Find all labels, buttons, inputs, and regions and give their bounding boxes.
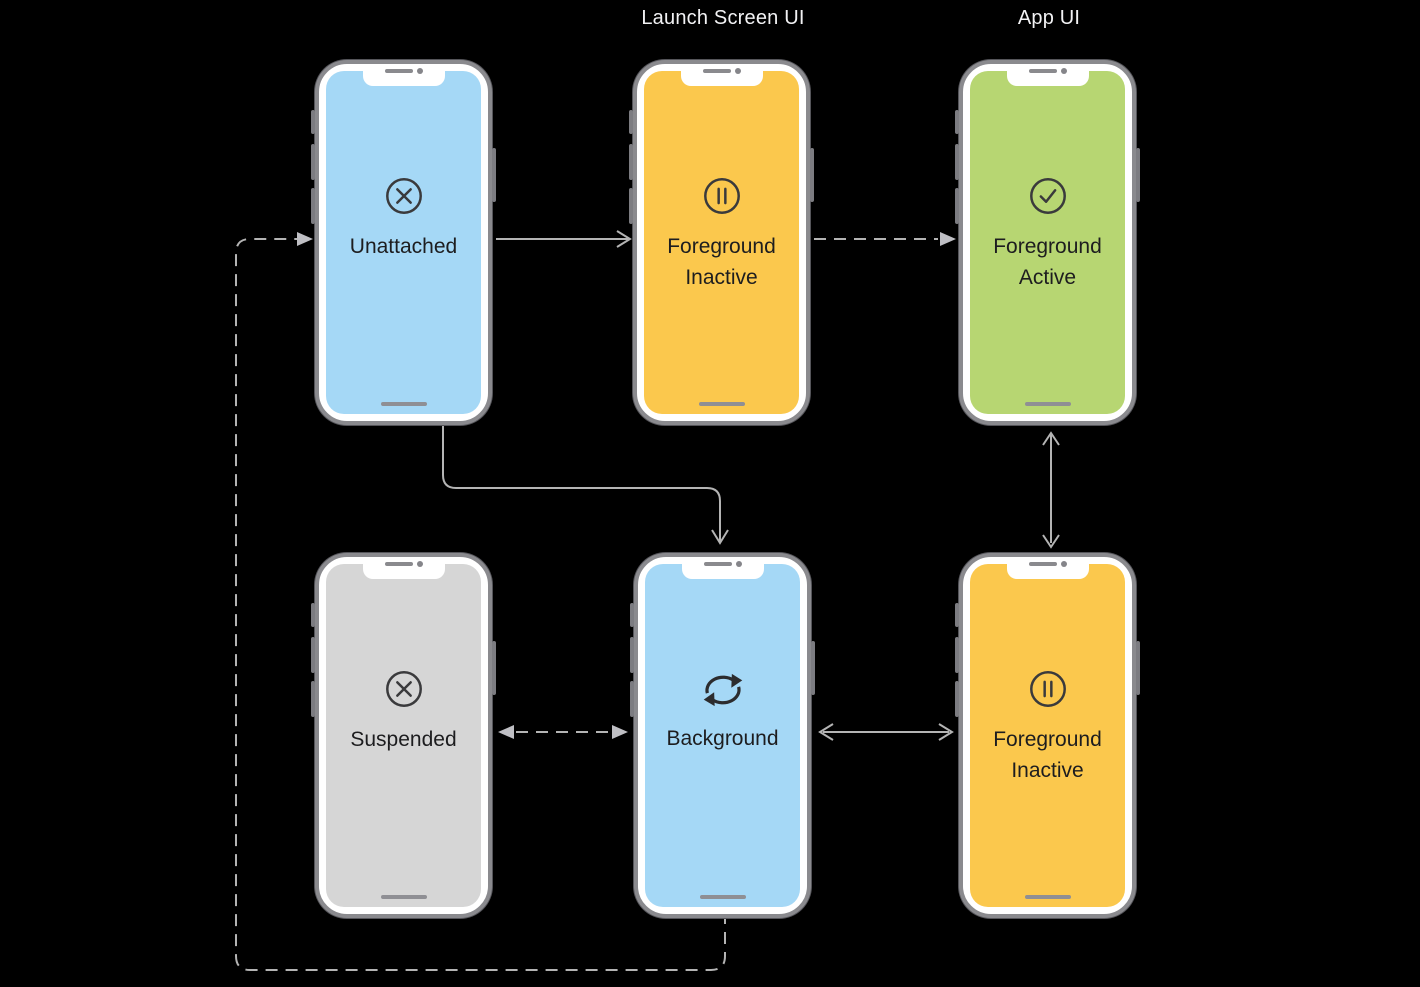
state-phone-foreground-inactive-launch: Foreground Inactive (629, 60, 814, 425)
camera (734, 68, 741, 74)
volume-button (955, 188, 959, 224)
column-header-app-ui: App UI (1017, 7, 1081, 29)
camera (416, 68, 423, 74)
volume-button (311, 144, 315, 180)
side-button (811, 641, 815, 695)
volume-button (629, 188, 633, 224)
phone-screen: Unattached (326, 71, 481, 414)
volume-button (629, 144, 633, 180)
state-phone-foreground-active: Foreground Active (955, 60, 1140, 425)
x-circle-icon (385, 671, 422, 707)
column-header-launch-screen-ui: Launch Screen UI (641, 7, 805, 29)
phone-screen: Foreground Inactive (644, 71, 799, 414)
speaker (384, 562, 413, 566)
volume-button (955, 637, 959, 673)
volume-button (630, 603, 634, 627)
camera (1060, 561, 1067, 567)
state-label: Foreground Inactive (993, 728, 1102, 782)
phone-screen: Background (645, 564, 800, 907)
camera (1060, 68, 1067, 74)
state-phone-foreground-inactive-app: Foreground Inactive (955, 553, 1140, 918)
notch (681, 564, 764, 579)
side-button (1136, 148, 1140, 202)
pause-circle-icon (703, 178, 740, 214)
home-indicator (699, 895, 746, 899)
notch (1006, 71, 1089, 86)
side-button (492, 641, 496, 695)
side-button (492, 148, 496, 202)
sync-circle-arrows-icon (703, 673, 742, 707)
transition-arrow-foreground-active-foreground-inactive (1042, 431, 1060, 549)
state-label: Background (666, 727, 779, 750)
volume-button (311, 681, 315, 717)
transition-arrow-foreground-inactive-to-foreground-active (814, 232, 956, 246)
speaker (702, 69, 731, 73)
home-indicator (380, 402, 427, 406)
phone-screen: Suspended (326, 564, 481, 907)
pause-circle-icon (1029, 671, 1066, 707)
state-phone-suspended: Suspended (311, 553, 496, 918)
volume-button (311, 188, 315, 224)
state-phone-unattached: Unattached (311, 60, 496, 425)
camera (735, 561, 742, 567)
notch (680, 71, 763, 86)
notch (362, 71, 445, 86)
side-button (1136, 641, 1140, 695)
state-label: Foreground Inactive (667, 235, 776, 289)
volume-button (955, 603, 959, 627)
state-label: Foreground Active (993, 235, 1102, 289)
speaker (1028, 562, 1057, 566)
state-label: Unattached (349, 235, 458, 258)
volume-button (311, 110, 315, 134)
volume-button (955, 144, 959, 180)
volume-button (311, 637, 315, 673)
state-phone-background: Background (630, 553, 815, 918)
volume-button (311, 603, 315, 627)
home-indicator (1024, 895, 1071, 899)
home-indicator (1024, 402, 1071, 406)
x-circle-icon (385, 178, 422, 214)
volume-button (629, 110, 633, 134)
phone-screen: Foreground Active (970, 71, 1125, 414)
speaker (384, 69, 413, 73)
home-indicator (698, 402, 745, 406)
transition-arrow-background-foreground-inactive (818, 723, 954, 741)
speaker (703, 562, 732, 566)
volume-button (630, 681, 634, 717)
notch (362, 564, 445, 579)
transition-arrow-unattached-to-background (442, 424, 729, 545)
home-indicator (380, 895, 427, 899)
volume-button (955, 681, 959, 717)
check-circle-icon (1029, 178, 1066, 214)
speaker (1028, 69, 1057, 73)
side-button (810, 148, 814, 202)
volume-button (630, 637, 634, 673)
transition-arrow-suspended-background (498, 725, 628, 739)
camera (416, 561, 423, 567)
phone-screen: Foreground Inactive (970, 564, 1125, 907)
transition-arrow-unattached-to-foreground-inactive (496, 230, 632, 248)
state-label: Suspended (350, 728, 457, 751)
notch (1006, 564, 1089, 579)
volume-button (955, 110, 959, 134)
